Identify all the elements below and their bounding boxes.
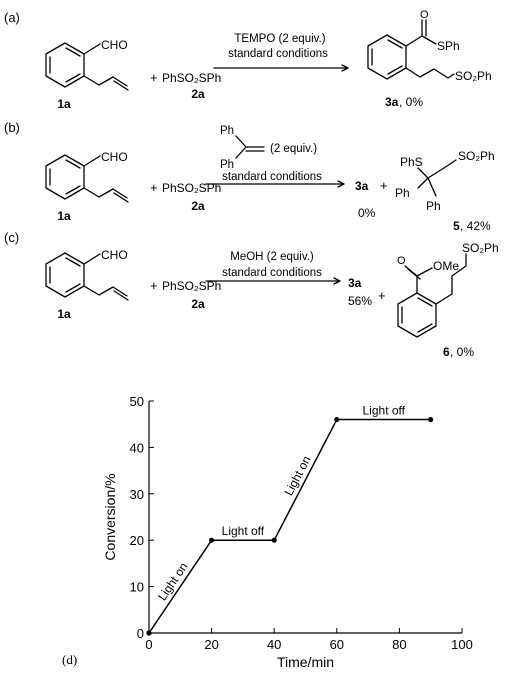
data-point [428, 416, 434, 423]
plus-sign: + [150, 180, 158, 195]
phs-group: PhS [400, 155, 423, 169]
plus-sign: + [150, 278, 158, 293]
compound-1a-label: 1a [57, 307, 71, 321]
x-tick-label: 100 [451, 637, 473, 652]
reaction-arrow-b [205, 180, 345, 188]
y-tick-label: 30 [130, 487, 144, 502]
data-point [146, 630, 152, 636]
ester-o: O [397, 255, 406, 267]
additive-ph-top: Ph [220, 125, 234, 137]
compound-6-yield: , 0% [450, 345, 474, 359]
additive-ph-bottom: Ph [220, 159, 234, 171]
y-tick-label: 10 [130, 580, 144, 595]
condition-meoh: MeOH (2 equiv.) [230, 251, 314, 263]
x-tick-label: 0 [145, 637, 152, 652]
series-line-segment [148, 539, 213, 634]
compound-3a-structure: O SPh SO₂Ph [367, 9, 492, 83]
annotation-light-on: Light on [281, 454, 313, 498]
series-line-segment [273, 419, 338, 541]
ph-group-left: Ph [395, 186, 410, 200]
cho-group: CHO [101, 150, 128, 164]
sph-group: SPh [437, 39, 460, 53]
reagent-2a: PhSO₂SPh [162, 181, 221, 195]
compound-6-structure: O OMe SO₂Ph [397, 241, 499, 338]
compound-2a-label: 2a [191, 297, 205, 311]
cho-group: CHO [101, 38, 128, 52]
data-point [271, 537, 277, 543]
y-tick-label: 40 [130, 440, 144, 455]
y-tick-label: 50 [130, 394, 144, 409]
scheme-a: (a) CHO 1a + PhSO₂SPh 2a TEMPO (2 equiv.… [4, 9, 492, 111]
compound-1a-structure: CHO [45, 38, 129, 91]
panel-d-label: (d) [62, 652, 77, 667]
cho-group: CHO [101, 248, 128, 262]
scheme-b-label: (b) [4, 120, 20, 135]
compound-2a-label: 2a [191, 199, 205, 213]
compound-3a-yield: , 0% [399, 95, 423, 109]
x-axis-label: Time/min [277, 654, 334, 670]
plus-sign: + [378, 288, 386, 303]
y-tick-label: 20 [130, 533, 144, 548]
compound-1a-structure [45, 154, 129, 203]
reagent-2a: PhSO₂SPh [162, 71, 221, 85]
data-point [209, 537, 215, 543]
x-tick-label: 80 [392, 637, 406, 652]
y-tick-label: 0 [137, 626, 144, 641]
compound-3a-label: 3a [348, 276, 362, 290]
compound-3a-yield: 56% [348, 294, 372, 308]
so2ph-group: SO₂Ph [455, 69, 492, 83]
compound-3a-label: 3a [355, 179, 369, 193]
annotation-light-off: Light off [222, 524, 265, 538]
compound-5-structure: PhS SO₂Ph Ph Ph [395, 149, 495, 213]
ome-group: OMe [433, 259, 459, 273]
data-point [334, 416, 340, 423]
reagent-2a: PhSO₂SPh [162, 279, 221, 293]
additive-equiv: (2 equiv.) [270, 143, 317, 155]
ph-group-bottom: Ph [426, 199, 441, 213]
plus-sign: + [150, 70, 158, 85]
compound-6-label: 6 [443, 345, 450, 359]
condition-standard: standard conditions [222, 171, 322, 183]
compound-1a-label: 1a [57, 97, 71, 111]
diphenylethylene-structure: Ph Ph [220, 125, 265, 171]
scheme-b: (b) CHO 1a + PhSO₂SPh 2a Ph Ph (2 equiv.… [4, 120, 495, 233]
x-tick-label: 20 [204, 637, 218, 652]
condition-tempo: TEMPO (2 equiv.) [234, 33, 325, 45]
annotation-light-off: Light off [363, 404, 406, 418]
x-tick-label: 40 [267, 637, 281, 652]
compound-5-yield: , 42% [460, 219, 491, 233]
compound-1a-label: 1a [57, 209, 71, 223]
scheme-c: (c) CHO 1a + PhSO₂SPh 2a MeOH (2 equiv.)… [4, 230, 499, 359]
compound-2a-label: 2a [191, 87, 205, 101]
x-tick-label: 60 [330, 637, 344, 652]
condition-standard: standard conditions [222, 267, 322, 279]
so2ph-group: SO₂Ph [458, 149, 495, 163]
compound-5-label: 5 [453, 219, 460, 233]
carbonyl-o: O [420, 9, 429, 21]
reaction-arrow-a [213, 64, 349, 72]
reaction-arrow-c [205, 277, 341, 285]
scheme-a-label: (a) [4, 10, 20, 25]
y-axis-label: Conversion/% [102, 473, 118, 560]
condition-standard: standard conditions [228, 48, 328, 60]
plus-sign: + [380, 178, 388, 193]
so2ph-group: SO₂Ph [462, 241, 499, 255]
compound-3a-label: 3a [385, 95, 399, 109]
scheme-c-label: (c) [4, 230, 19, 245]
compound-1a-structure [45, 252, 129, 301]
compound-3a-yield: 0% [358, 206, 376, 220]
